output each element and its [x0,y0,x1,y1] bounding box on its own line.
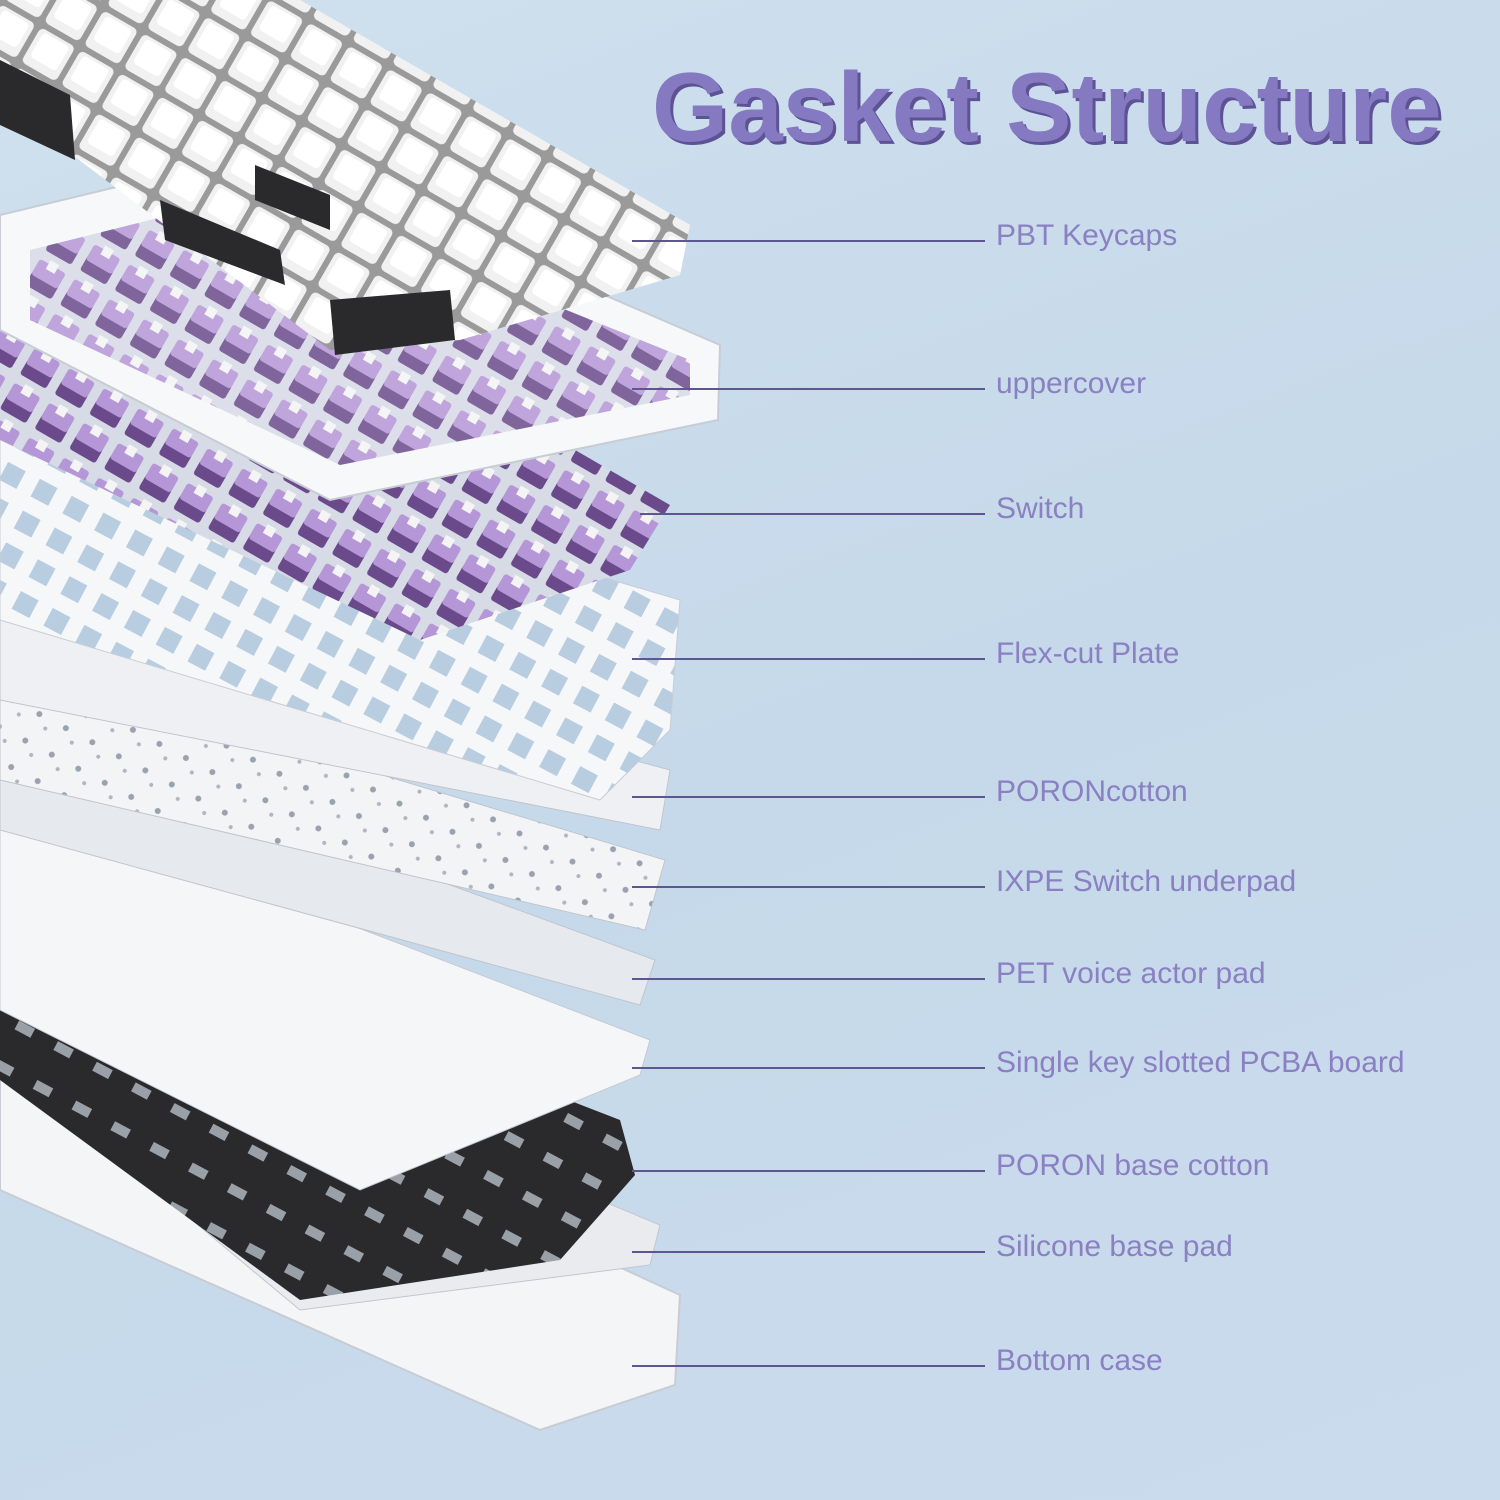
layer-label: IXPE Switch underpad [996,865,1297,898]
layer-label: Flex-cut Plate [996,637,1180,670]
leader-line [632,1251,985,1253]
layer-label: PORONcotton [996,775,1188,808]
layer-label: Switch [996,492,1085,525]
leader-line [632,1365,985,1367]
layer-label: uppercover [996,367,1147,400]
leader-line [632,978,985,980]
black-enter-key [255,165,330,230]
black-numpad-enter-key [330,290,455,355]
black-arrow-keys [160,200,285,285]
layer-label: PORON base cotton [996,1149,1270,1182]
black-spacebar-key [0,60,75,160]
layer-label: Bottom case [996,1344,1163,1377]
layer-label: Single key slotted PCBA board [996,1046,1405,1079]
leader-line [632,388,985,390]
leader-line [640,513,985,515]
leader-line [632,658,985,660]
layer-label: Silicone base pad [996,1230,1233,1263]
leader-line [632,1067,985,1069]
leader-line [632,796,985,798]
leader-line [632,1170,985,1172]
pcba-board-layer [0,789,651,1191]
leader-line [632,886,985,888]
layer-label: PET voice actor pad [996,957,1266,990]
leader-line [632,240,985,242]
keycaps-layer [0,0,690,350]
layer-label: PBT Keycaps [996,219,1178,252]
page-title: Gasket Structure [652,52,1442,162]
